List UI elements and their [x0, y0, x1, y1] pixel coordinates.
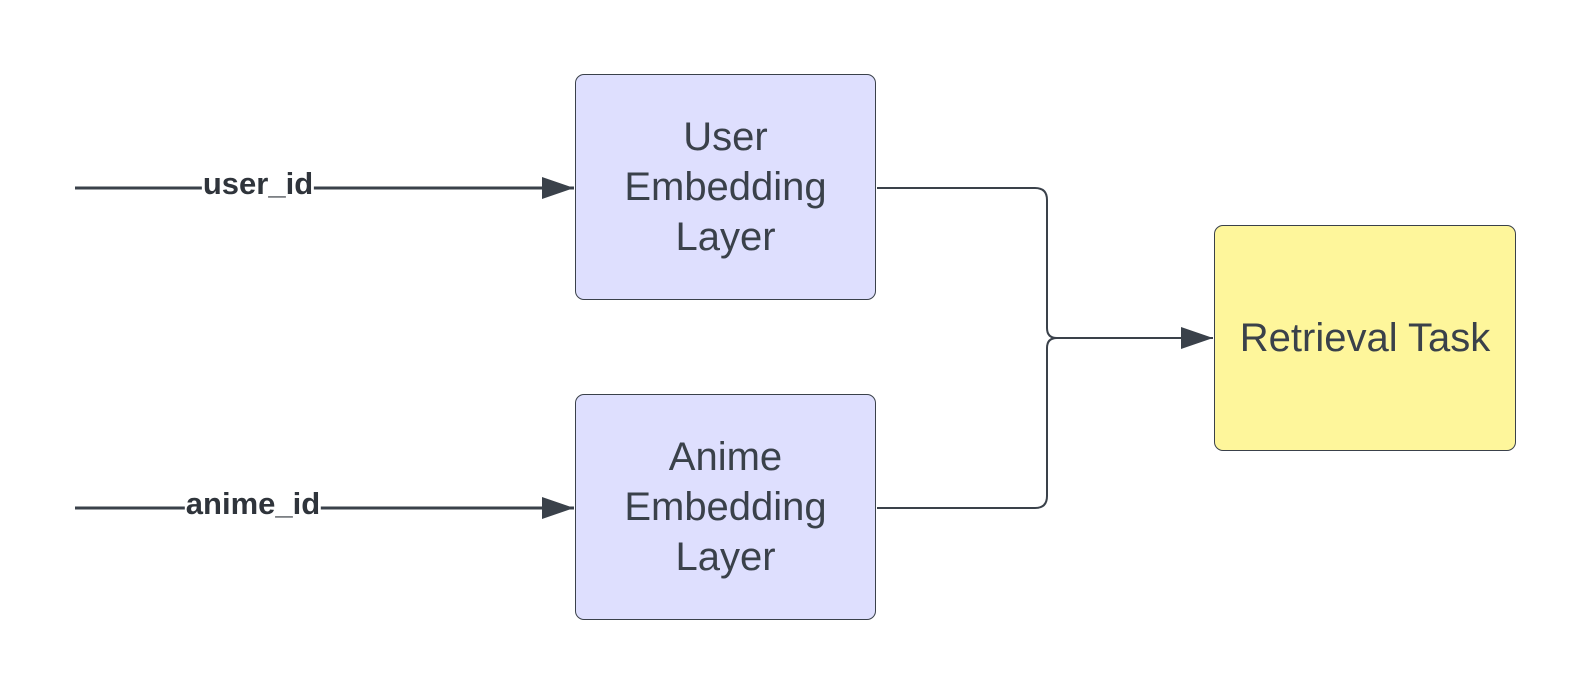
retrieval-task-label: Retrieval Task — [1239, 316, 1491, 360]
node-text-line: Embedding — [624, 485, 827, 529]
anime-embedding-layer-text: Anime Embedding Layer — [624, 432, 826, 582]
node-text-line: User — [683, 115, 768, 159]
user-embedding-layer-text: User Embedding Layer — [624, 112, 826, 262]
anime-id-label: anime_id — [184, 486, 322, 522]
user-embedding-to-task-connector — [877, 187, 1058, 339]
user-embedding-layer-node[interactable]: User Embedding Layer — [575, 74, 876, 300]
retrieval-task-node[interactable]: Retrieval Task — [1214, 225, 1516, 451]
node-text-line: Embedding — [624, 165, 827, 209]
anime-embedding-to-task-connector — [877, 337, 1058, 509]
node-text-line: Layer — [675, 215, 776, 259]
user-id-label: user_id — [201, 166, 315, 202]
node-text-line: Anime — [668, 435, 783, 479]
node-text-line: Layer — [675, 535, 776, 579]
anime-embedding-layer-node[interactable]: Anime Embedding Layer — [575, 394, 876, 620]
